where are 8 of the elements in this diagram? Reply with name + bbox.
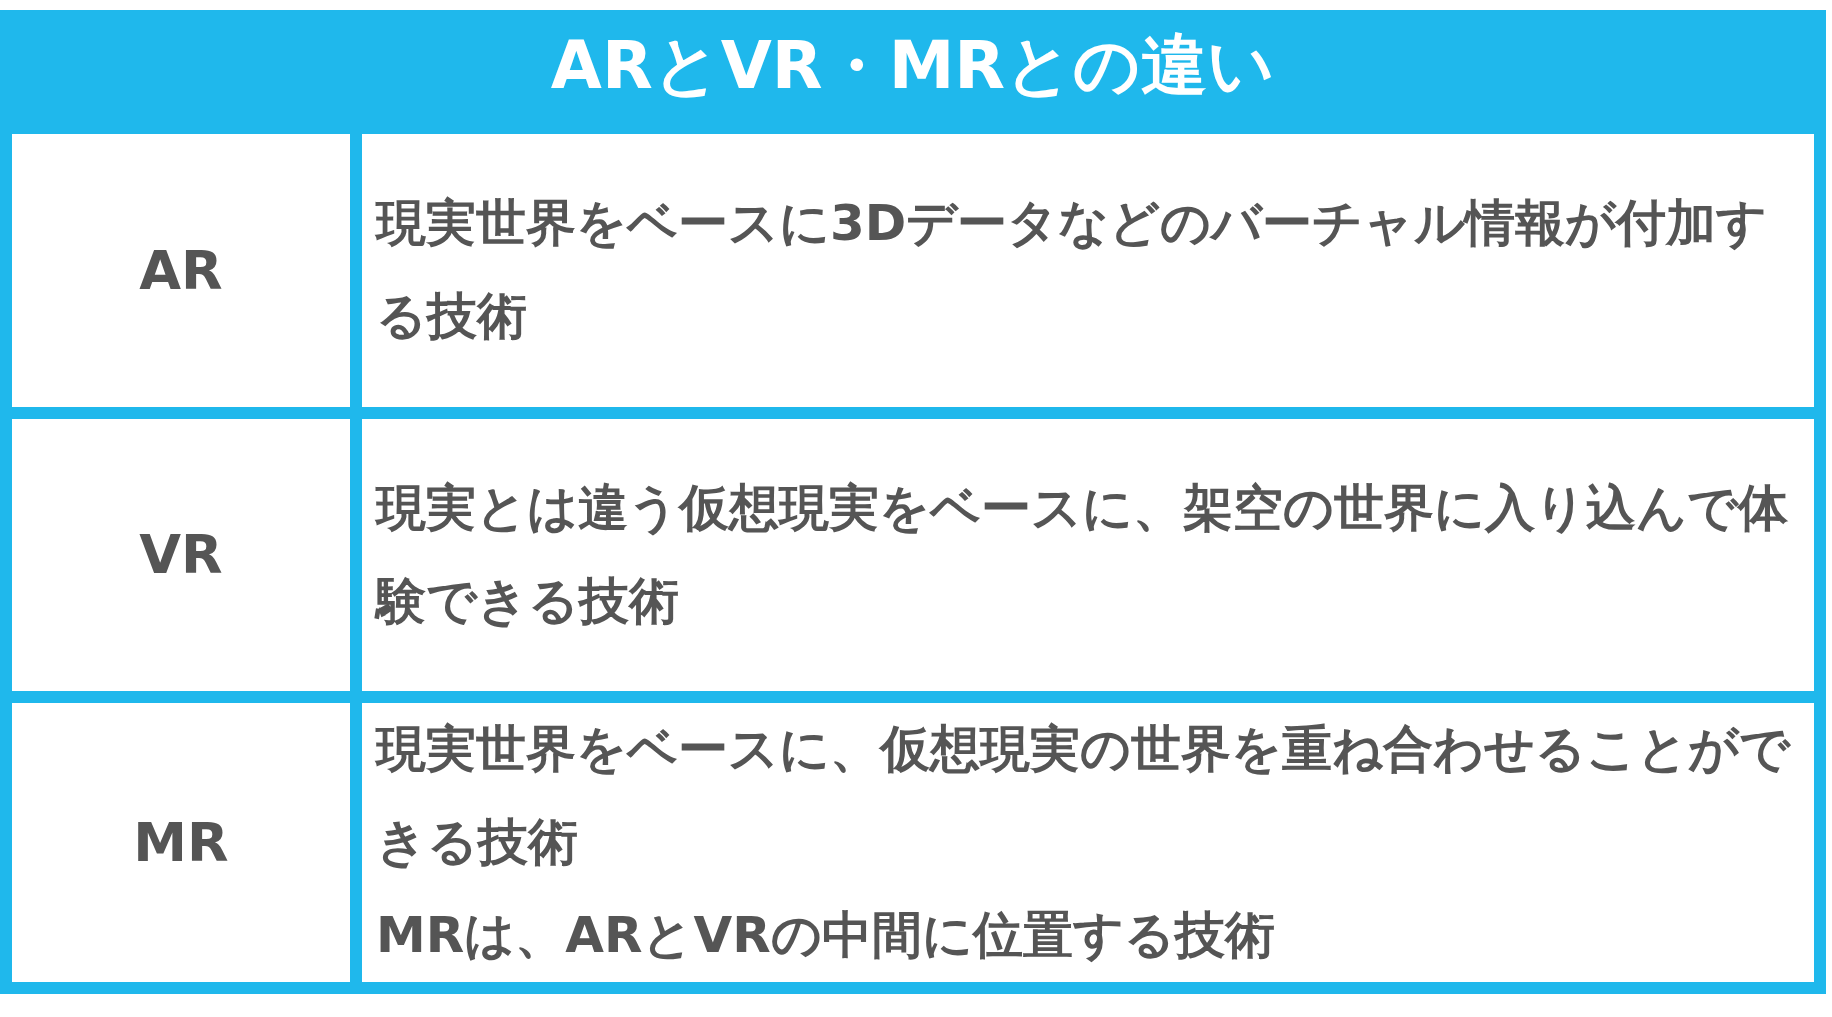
cell-text: 現実世界をベースに3Dデータなどのバーチャル情報が付加する技術	[376, 193, 1769, 348]
cell-text: MRは、ARとVRの中間に位置する技術	[376, 905, 1276, 966]
cell-text: 現実世界をベースに、仮想現実の世界を重ね合わせることができる技術	[376, 719, 1792, 873]
row-heading: MR	[133, 810, 229, 876]
row-heading: VR	[139, 522, 223, 589]
row-heading: AR	[139, 237, 223, 304]
table-title: ARとVR・MRとの違い	[550, 33, 1276, 99]
cell-text: 現実とは違う仮想現実をベースに、架空の世界に入り込んで体験できる技術	[376, 477, 1789, 632]
